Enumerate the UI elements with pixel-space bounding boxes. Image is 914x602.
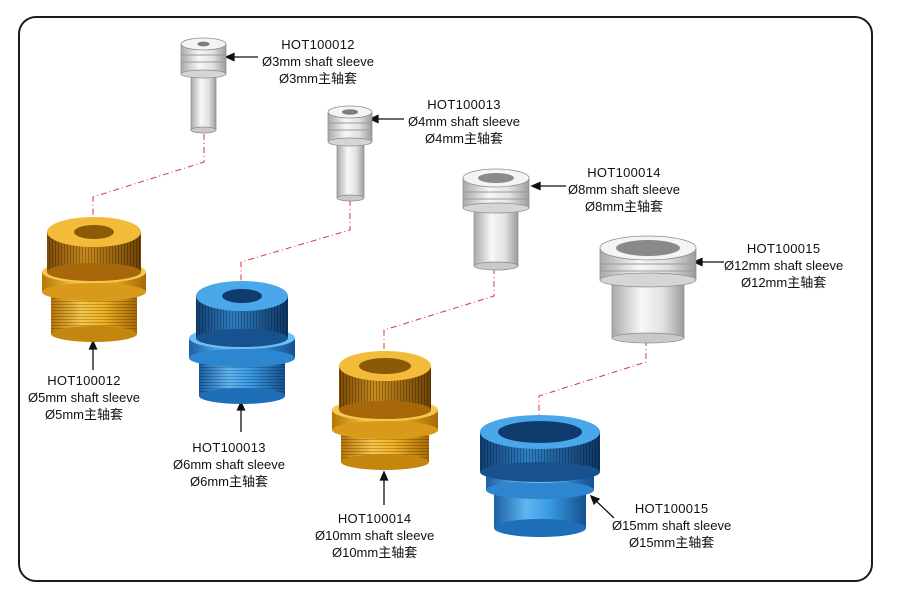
part-description: Ø15mm shaft sleeve xyxy=(612,518,732,533)
connector-p3 xyxy=(383,268,495,352)
sleeve-3mm-image xyxy=(180,37,227,134)
sleeve-12mm-image xyxy=(599,235,697,344)
connector-p2 xyxy=(240,200,351,286)
sleeve-12mm-label: HOT100015 Ø12mm shaft sleeve Ø12mm主轴套 xyxy=(724,240,843,291)
part-description: Ø12mm shaft sleeve xyxy=(724,258,844,273)
sleeve-8mm-label: HOT100014 Ø8mm shaft sleeve Ø8mm主轴套 xyxy=(568,164,680,215)
holder-15mm-label: HOT100015 Ø15mm shaft sleeve Ø15mm主轴套 xyxy=(612,500,731,551)
connector-p4 xyxy=(538,340,647,420)
part-description-cn: Ø6mm主轴套 xyxy=(189,474,268,489)
holder-5mm-image xyxy=(42,217,146,342)
part-description-cn: Ø15mm主轴套 xyxy=(628,535,715,550)
part-description: Ø3mm shaft sleeve xyxy=(262,54,374,69)
part-description: Ø10mm shaft sleeve xyxy=(315,528,435,543)
part-description-cn: Ø4mm主轴套 xyxy=(424,131,503,146)
sleeve-3mm-label: HOT100012 Ø3mm shaft sleeve Ø3mm主轴套 xyxy=(262,36,374,87)
holder-10mm-image xyxy=(332,351,438,470)
part-code: HOT100015 xyxy=(634,501,709,516)
connector-p1 xyxy=(92,134,205,222)
part-code: HOT100012 xyxy=(281,37,355,52)
part-description: Ø6mm shaft sleeve xyxy=(173,457,285,472)
holder-6mm-label: HOT100013 Ø6mm shaft sleeve Ø6mm主轴套 xyxy=(173,439,285,490)
part-description-cn: Ø12mm主轴套 xyxy=(740,275,827,290)
holder-5mm-label: HOT100012 Ø5mm shaft sleeve Ø5mm主轴套 xyxy=(28,372,140,423)
holder-6mm-image xyxy=(189,281,295,404)
sleeve-4mm-image xyxy=(327,105,373,202)
part-description: Ø4mm shaft sleeve xyxy=(408,114,520,129)
holder-10mm-label: HOT100014 Ø10mm shaft sleeve Ø10mm主轴套 xyxy=(315,510,434,561)
part-code: HOT100013 xyxy=(192,440,266,455)
part-description-cn: Ø3mm主轴套 xyxy=(278,71,357,86)
part-code: HOT100012 xyxy=(47,373,121,388)
part-code: HOT100014 xyxy=(587,165,661,180)
holder-15mm-image xyxy=(480,415,600,537)
part-description: Ø8mm shaft sleeve xyxy=(568,182,680,197)
part-description-cn: Ø10mm主轴套 xyxy=(331,545,418,560)
part-code: HOT100015 xyxy=(746,241,821,256)
part-code: HOT100014 xyxy=(337,511,412,526)
diagram-frame xyxy=(18,16,873,582)
part-description-cn: Ø5mm主轴套 xyxy=(44,407,123,422)
sleeve-4mm-label: HOT100013 Ø4mm shaft sleeve Ø4mm主轴套 xyxy=(408,96,520,147)
part-description-cn: Ø8mm主轴套 xyxy=(584,199,663,214)
arrows xyxy=(88,52,724,519)
sleeve-8mm-image xyxy=(462,168,530,271)
part-code: HOT100013 xyxy=(427,97,501,112)
part-description: Ø5mm shaft sleeve xyxy=(28,390,140,405)
connector-lines xyxy=(92,134,647,420)
